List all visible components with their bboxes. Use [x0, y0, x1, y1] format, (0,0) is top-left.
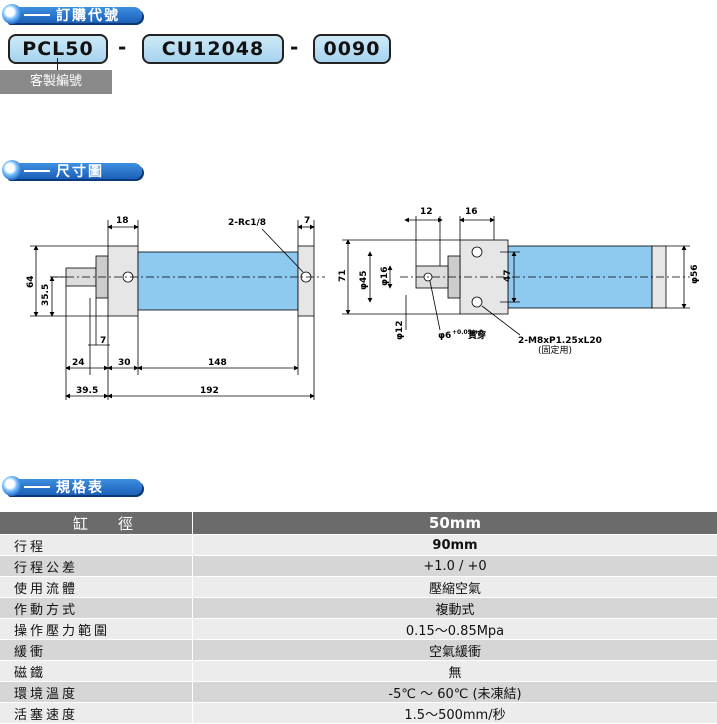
- svg-text:φ45: φ45: [359, 270, 369, 290]
- end-bolt-hole-icon: [472, 247, 482, 257]
- svg-text:47: 47: [503, 269, 513, 282]
- section-header-dimensions: 尺寸圖: [2, 160, 150, 180]
- side-barrel: [138, 252, 298, 310]
- svg-text:39.5: 39.5: [76, 386, 98, 396]
- svg-text:12: 12: [420, 207, 433, 217]
- svg-text:192: 192: [200, 386, 219, 396]
- order-part-model: PCL50: [8, 34, 108, 64]
- svg-text:71: 71: [338, 269, 348, 282]
- svg-text:2-Rc1/8: 2-Rc1/8: [228, 218, 266, 228]
- table-row: 緩衝空氣緩衝: [0, 640, 717, 661]
- svg-text:30: 30: [118, 358, 131, 368]
- svg-text:φ6: φ6: [438, 331, 451, 341]
- svg-text:148: 148: [208, 358, 227, 368]
- table-row: 使用流體壓縮空氣: [0, 577, 717, 598]
- order-separator: -: [118, 34, 126, 60]
- svg-text:(固定用): (固定用): [538, 344, 572, 356]
- table-row: 磁鐵無: [0, 661, 717, 682]
- bullet-icon: [2, 4, 22, 24]
- order-part-custom: CU12048: [142, 34, 284, 64]
- svg-text:35.5: 35.5: [41, 284, 51, 306]
- bullet-icon: [2, 160, 22, 180]
- section-header-order-code: 訂購代號: [2, 4, 150, 24]
- svg-text:64: 64: [26, 275, 36, 288]
- svg-text:24: 24: [72, 358, 85, 368]
- dimension-drawing: 18 2-Rc1/8 7 64 35.5 7 24 30 148 39.5 19…: [0, 200, 717, 410]
- svg-text:7: 7: [100, 336, 106, 346]
- svg-text:2-M8xP1.25xL20: 2-M8xP1.25xL20: [518, 336, 602, 346]
- table-row: 行程公差+1.0 / +0: [0, 556, 717, 577]
- table-row: 環境溫度-5℃ ～ 60℃ (未凍結): [0, 682, 717, 703]
- svg-text:φ16: φ16: [380, 266, 390, 286]
- bullet-icon: [2, 476, 22, 496]
- order-separator: -: [290, 34, 298, 60]
- table-row: 作動方式複動式: [0, 598, 717, 619]
- spec-value: 50mm: [193, 512, 717, 535]
- svg-text:7: 7: [304, 216, 310, 226]
- svg-text:16: 16: [465, 207, 478, 217]
- order-part-stroke: 0090: [313, 34, 391, 64]
- end-bolt-hole-icon: [472, 297, 482, 307]
- svg-text:φ56: φ56: [690, 264, 700, 284]
- section-header-spec: 規格表: [2, 476, 150, 496]
- side-front-block: [108, 246, 138, 316]
- spec-key: 缸 徑: [0, 512, 193, 535]
- custom-number-label: 客製編號: [0, 70, 112, 94]
- svg-text:+0.05/+0: +0.05/+0: [452, 329, 483, 336]
- table-header-row: 缸 徑 50mm: [0, 512, 717, 535]
- svg-text:φ12: φ12: [395, 320, 405, 340]
- svg-text:18: 18: [116, 216, 129, 226]
